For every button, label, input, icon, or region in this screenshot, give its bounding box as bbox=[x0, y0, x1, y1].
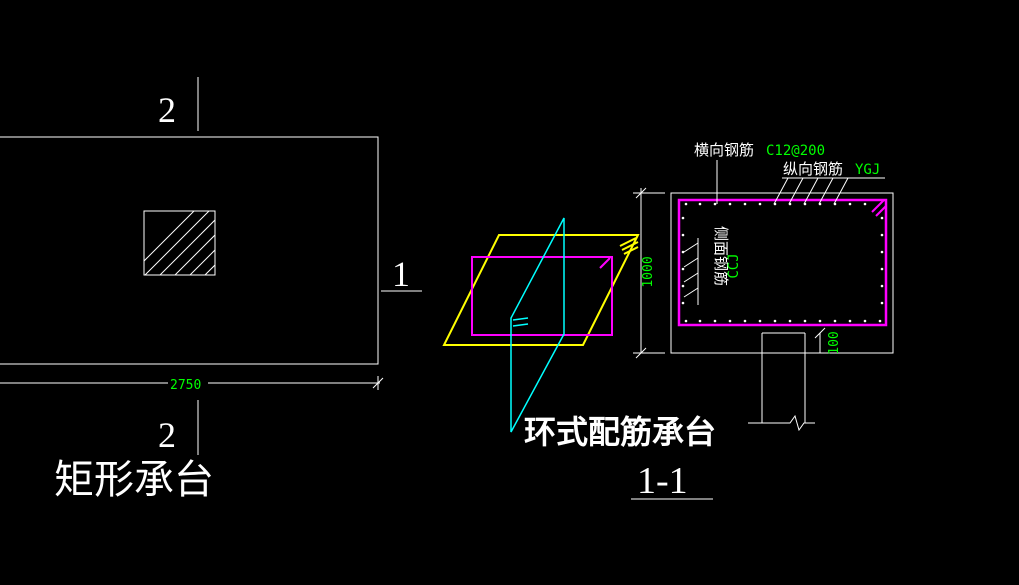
dimension-text-100: 100 bbox=[827, 331, 842, 354]
ring-reinforced-cap-iso: 环式配筋承台 bbox=[442, 217, 716, 451]
section-mark-right: 1 bbox=[392, 254, 410, 294]
title-rectangular-cap: 矩形承台 bbox=[54, 457, 214, 503]
section-1-1: 横向钢筋 C12@200 纵向钢筋 YGJ 侧面钢筋 CCJ bbox=[631, 141, 894, 502]
label-longitudinal: 纵向钢筋 bbox=[783, 160, 843, 178]
dimension-cover bbox=[814, 327, 826, 353]
column-hatch bbox=[143, 210, 216, 276]
rectangular-cap-plan: 2 1 2 2750 矩形承台 bbox=[0, 77, 422, 503]
dimension-height bbox=[633, 187, 665, 359]
label-longitudinal-code: YGJ bbox=[855, 162, 880, 178]
cap-outline[interactable] bbox=[0, 136, 379, 365]
label-side: 侧面钢筋 bbox=[712, 226, 730, 286]
iso-magenta-ring[interactable] bbox=[471, 256, 613, 336]
label-transverse-code: C12@200 bbox=[766, 143, 825, 159]
dimension-text-1000: 1000 bbox=[641, 256, 656, 287]
stirrup-hook bbox=[871, 199, 887, 217]
section-title: 1-1 bbox=[637, 460, 688, 502]
iso-cyan-plane[interactable] bbox=[510, 217, 565, 433]
label-side-code: CCJ bbox=[726, 253, 742, 278]
dimension-width: 2750 bbox=[0, 376, 384, 393]
iso-cyan-hooks bbox=[512, 317, 529, 327]
label-transverse: 横向钢筋 bbox=[694, 141, 754, 159]
section-outline[interactable] bbox=[670, 192, 894, 354]
iso-yellow-hooks bbox=[619, 237, 639, 255]
section-mark-top: 2 bbox=[158, 90, 176, 130]
column-stub bbox=[748, 332, 815, 432]
section-stirrup[interactable] bbox=[677, 198, 888, 327]
section-mark-bottom: 2 bbox=[158, 415, 176, 455]
title-ring-cap: 环式配筋承台 bbox=[524, 413, 716, 451]
iso-yellow-plane[interactable] bbox=[442, 234, 640, 346]
dimension-text-2750: 2750 bbox=[170, 378, 201, 393]
rebar-dots bbox=[681, 202, 884, 323]
leader-longitudinal bbox=[773, 177, 885, 205]
leader-side bbox=[683, 238, 699, 305]
